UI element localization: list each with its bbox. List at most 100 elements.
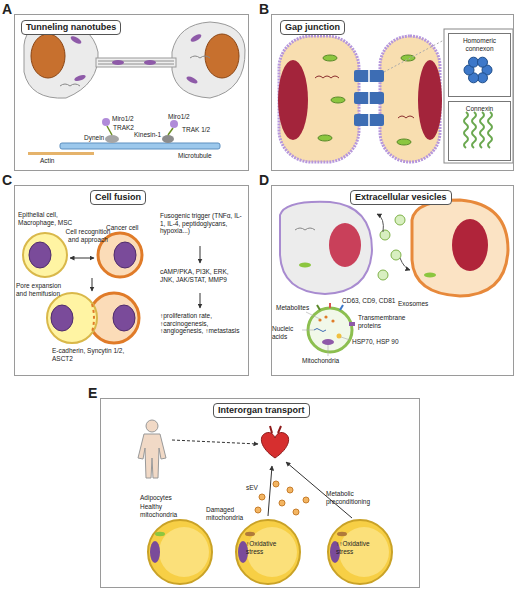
nanotube-cells-part	[205, 34, 239, 78]
gap-junction-cells-part	[323, 55, 337, 61]
nanotube-cells-part	[186, 75, 199, 85]
connexin-helices-part	[464, 112, 468, 148]
gap-junction-cells-part	[331, 97, 345, 103]
nanotube-cells-part	[98, 61, 174, 62]
nanotube-cells-part	[70, 35, 83, 45]
annotation-label: Actin	[40, 157, 54, 165]
nanotube-cells-part	[74, 74, 87, 83]
gap-junction-cells-part	[279, 36, 359, 162]
nanotube-cells-part	[190, 56, 210, 58]
cell-fusion-cells-part	[70, 258, 94, 259]
inset-title: Homomeric connexon	[449, 37, 510, 52]
annotation-label: ↑Oxidative stress	[246, 540, 292, 555]
exosome-symbol-part	[322, 339, 334, 345]
interorgan-scene-part	[236, 520, 300, 584]
panel-letter: D	[259, 173, 269, 187]
panel-title: Gap junction	[280, 20, 345, 35]
exosome-symbol-part	[308, 308, 352, 352]
annotation-label: Mitochondria	[302, 357, 339, 365]
vesicle-cells-part	[395, 215, 405, 225]
vesicle-cells-part	[329, 223, 361, 267]
nanotube-cells-part	[144, 60, 156, 65]
motor-protein-inset-part	[107, 126, 112, 135]
annotation-label: Kinesin-1	[134, 131, 161, 139]
cell-fusion-cells-part	[92, 304, 94, 332]
vesicle-cells-part	[299, 263, 311, 268]
exosome-symbol-part	[337, 334, 342, 339]
interorgan-scene-part	[172, 440, 258, 444]
interorgan-scene-part	[268, 466, 272, 516]
panel-title: Tunneling nanotubes	[21, 20, 121, 35]
vesicle-cells-part	[400, 258, 410, 270]
panel-title: Cell fusion	[90, 190, 146, 205]
annotation-label: Cancer cell	[106, 224, 139, 232]
interorgan-scene	[138, 420, 392, 584]
exosome-symbol-part	[328, 345, 329, 356]
panel-letter: A	[2, 2, 12, 16]
annotation-label: Nucleic acids	[272, 325, 302, 340]
exosome-symbol-part	[341, 337, 350, 340]
annotation-label: Epithelial cell, Macrophage, MSC	[18, 211, 80, 226]
exosome-symbol-part	[314, 329, 326, 332]
exosome-symbol-part	[340, 305, 343, 310]
nanotube-cells-part	[112, 60, 124, 65]
annotation-label: Adipocytes	[140, 494, 172, 502]
interorgan-scene-part	[155, 532, 165, 536]
annotation-label: Healthy mitochondria	[140, 503, 195, 518]
nanotube-cells-part	[96, 58, 176, 67]
panel-title: Interorgan transport	[213, 403, 310, 418]
gap-junction-cells-part	[368, 66, 370, 130]
interorgan-scene-part	[273, 481, 279, 487]
annotation-label: Pore expansion and hemifusion	[16, 282, 72, 297]
gap-junction-cells-part	[278, 60, 308, 140]
interorgan-scene-part	[270, 426, 281, 433]
cell-fusion-cells-part	[114, 242, 136, 268]
annotation-label: E-cadherin, Syncytin 1/2, ASCT2	[52, 347, 136, 362]
panel-box: ATunneling nanotubes	[14, 14, 249, 171]
annotation-label: sEV	[246, 484, 258, 492]
interorgan-scene-part	[255, 507, 261, 513]
nanotube-cells-part	[60, 84, 80, 86]
gap-junction-cells-part	[315, 76, 339, 78]
panel-box: BGap junctionHomomeric connexonConnexin	[271, 14, 514, 171]
interorgan-scene-part	[146, 420, 158, 432]
annotation-label: Microtubule	[178, 152, 212, 160]
connexin-helices-part	[480, 112, 484, 148]
annotation-label: TRAK2	[113, 124, 134, 132]
motor-protein-inset-part	[168, 128, 173, 135]
interorgan-scene-part	[148, 520, 212, 584]
inset-title: Connexin	[449, 105, 510, 113]
gap-junction-cells-part	[444, 29, 513, 163]
motor-protein-inset-part	[102, 118, 110, 126]
inset-box: Connexin	[448, 101, 511, 161]
nanotube-cells-part	[172, 22, 245, 98]
annotation-label: Metabolites	[276, 304, 309, 312]
nanotube-cells-part	[98, 64, 174, 65]
gap-junction-cells-part	[398, 116, 414, 118]
connexin-helices	[464, 112, 492, 148]
annotation-label: Miro1/2	[112, 115, 134, 123]
cell-fusion-cells-part	[47, 293, 97, 343]
exosome-symbol-part	[331, 319, 334, 322]
vesicle-cells-part	[452, 219, 488, 271]
exosome-symbol-part	[324, 315, 327, 318]
motor-protein-inset-part	[105, 135, 119, 143]
annotation-label: cAMP/PKA, PI3K, ERK, JNK, JAK/STAT, MMP9	[160, 268, 244, 283]
annotation-label: Miro1/2	[168, 113, 190, 121]
annotation-label: CD63, CD9, CD81	[342, 297, 395, 305]
annotation-label: ↑↑Oxidative stress	[336, 540, 386, 555]
vesicle-cells-part	[377, 214, 383, 232]
annotation-label: HSP70, HSP 90	[352, 338, 399, 346]
gap-junction-cells-part	[418, 60, 442, 140]
panel-box: EInterorgan transport	[100, 398, 420, 588]
interorgan-scene-part	[293, 509, 299, 515]
panel-letter: C	[2, 173, 12, 187]
panel-letter: B	[259, 2, 269, 16]
interorgan-scene-part	[261, 432, 288, 458]
nanotube-cells-part	[190, 33, 203, 43]
interorgan-scene-part	[287, 487, 293, 493]
interorgan-scene-part	[279, 500, 285, 506]
interorgan-scene-part	[337, 532, 347, 536]
cell-fusion-cells-part	[51, 305, 73, 331]
